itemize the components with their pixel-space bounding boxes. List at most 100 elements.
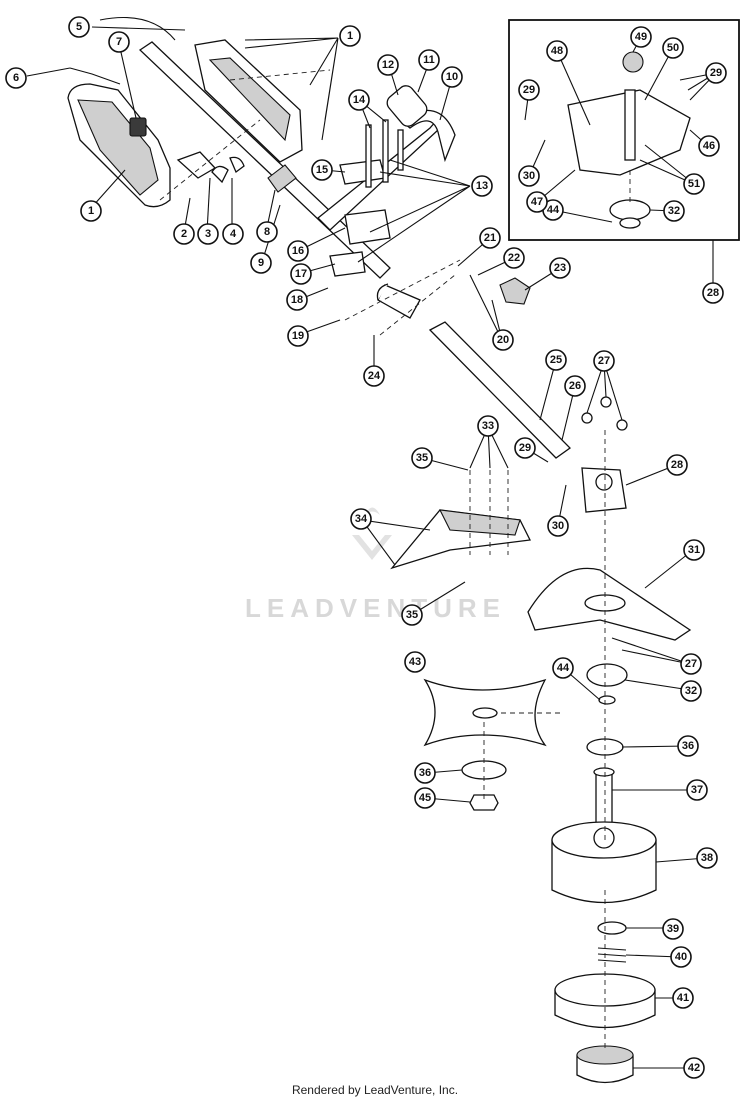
callout-32-main[interactable]: 32	[680, 680, 702, 702]
callout-4[interactable]: 4	[222, 223, 244, 245]
svg-text:27: 27	[685, 658, 697, 670]
svg-text:33: 33	[482, 420, 494, 432]
callout-47[interactable]: 47	[526, 191, 548, 213]
svg-text:19: 19	[292, 330, 304, 342]
callout-27-top[interactable]: 27	[593, 350, 615, 372]
svg-text:48: 48	[551, 45, 563, 57]
callout-44-main[interactable]: 44	[552, 657, 574, 679]
callout-36-left[interactable]: 36	[414, 762, 436, 784]
callout-46[interactable]: 46	[698, 135, 720, 157]
svg-text:32: 32	[668, 205, 680, 217]
callout-42[interactable]: 42	[683, 1057, 705, 1079]
callout-26[interactable]: 26	[564, 375, 586, 397]
svg-text:39: 39	[667, 923, 679, 935]
svg-text:7: 7	[116, 36, 122, 48]
callout-30-main[interactable]: 30	[547, 515, 569, 537]
stop-switch	[129, 117, 147, 137]
callout-22[interactable]: 22	[503, 247, 525, 269]
callout-49[interactable]: 49	[630, 26, 652, 48]
callout-30-inset[interactable]: 30	[518, 165, 540, 187]
callout-37[interactable]: 37	[686, 779, 708, 801]
callout-38[interactable]: 38	[696, 847, 718, 869]
svg-text:24: 24	[368, 370, 381, 382]
callout-23[interactable]: 23	[549, 257, 571, 279]
callout-44-inset[interactable]: 44	[542, 199, 564, 221]
callout-1-lower[interactable]: 1	[80, 200, 102, 222]
svg-text:28: 28	[707, 287, 719, 299]
callout-35-lower[interactable]: 35	[401, 604, 423, 626]
callout-6[interactable]: 6	[5, 67, 27, 89]
callout-36-right[interactable]: 36	[677, 735, 699, 757]
watermark-text: LEADVENTURE	[245, 593, 506, 623]
callout-33[interactable]: 33	[477, 415, 499, 437]
svg-text:29: 29	[519, 442, 531, 454]
svg-text:41: 41	[677, 992, 689, 1004]
svg-text:17: 17	[295, 268, 307, 280]
callout-1-upper[interactable]: 1	[339, 25, 361, 47]
lower-drive-tube	[428, 321, 571, 459]
callout-2[interactable]: 2	[173, 223, 195, 245]
callout-13[interactable]: 13	[471, 175, 493, 197]
callout-3[interactable]: 3	[197, 223, 219, 245]
svg-text:29: 29	[710, 67, 722, 79]
callout-32-inset[interactable]: 32	[663, 200, 685, 222]
svg-text:3: 3	[205, 228, 211, 240]
svg-text:51: 51	[688, 178, 700, 190]
svg-text:16: 16	[292, 245, 304, 257]
tube-coupler	[377, 284, 421, 319]
callout-9[interactable]: 9	[250, 252, 272, 274]
svg-text:8: 8	[264, 226, 270, 238]
svg-text:43: 43	[409, 656, 421, 668]
callout-28-inset[interactable]: 28	[702, 282, 724, 304]
svg-text:27: 27	[598, 355, 610, 367]
callout-34[interactable]: 34	[350, 508, 372, 530]
callout-29-inset-right[interactable]: 29	[705, 62, 727, 84]
svg-text:30: 30	[552, 520, 564, 532]
callout-19[interactable]: 19	[287, 325, 309, 347]
svg-text:34: 34	[355, 513, 368, 525]
svg-text:2: 2	[181, 228, 187, 240]
callout-5[interactable]: 5	[68, 16, 90, 38]
svg-text:26: 26	[569, 380, 581, 392]
callout-16[interactable]: 16	[287, 240, 309, 262]
svg-text:21: 21	[484, 232, 496, 244]
svg-text:44: 44	[557, 662, 570, 674]
callout-29-main[interactable]: 29	[514, 437, 536, 459]
callout-50[interactable]: 50	[662, 37, 684, 59]
callout-18[interactable]: 18	[286, 289, 308, 311]
callout-15[interactable]: 15	[311, 159, 333, 181]
callout-17[interactable]: 17	[290, 263, 312, 285]
callout-43[interactable]: 43	[404, 651, 426, 673]
callout-51[interactable]: 51	[683, 173, 705, 195]
callout-8[interactable]: 8	[256, 221, 278, 243]
svg-text:9: 9	[258, 257, 264, 269]
callout-31[interactable]: 31	[683, 539, 705, 561]
callout-45[interactable]: 45	[414, 787, 436, 809]
callout-27-bottom[interactable]: 27	[680, 653, 702, 675]
svg-text:18: 18	[291, 294, 303, 306]
callout-35-upper[interactable]: 35	[411, 447, 433, 469]
callout-12[interactable]: 12	[377, 54, 399, 76]
callout-48[interactable]: 48	[546, 40, 568, 62]
svg-text:44: 44	[547, 204, 560, 216]
callout-25[interactable]: 25	[545, 349, 567, 371]
callout-20[interactable]: 20	[492, 329, 514, 351]
callout-14[interactable]: 14	[348, 89, 370, 111]
callout-29-inset-left[interactable]: 29	[518, 79, 540, 101]
svg-text:1: 1	[88, 205, 94, 217]
callout-24[interactable]: 24	[363, 365, 385, 387]
svg-text:25: 25	[550, 354, 562, 366]
callout-40[interactable]: 40	[670, 946, 692, 968]
callout-39[interactable]: 39	[662, 918, 684, 940]
svg-text:6: 6	[13, 72, 19, 84]
svg-text:50: 50	[667, 42, 679, 54]
callout-21[interactable]: 21	[479, 227, 501, 249]
callout-10[interactable]: 10	[441, 66, 463, 88]
callout-28-main[interactable]: 28	[666, 454, 688, 476]
svg-text:45: 45	[419, 792, 431, 804]
callout-7[interactable]: 7	[108, 31, 130, 53]
callout-11[interactable]: 11	[418, 49, 440, 71]
coupler-knob	[499, 277, 531, 305]
callout-41[interactable]: 41	[672, 987, 694, 1009]
